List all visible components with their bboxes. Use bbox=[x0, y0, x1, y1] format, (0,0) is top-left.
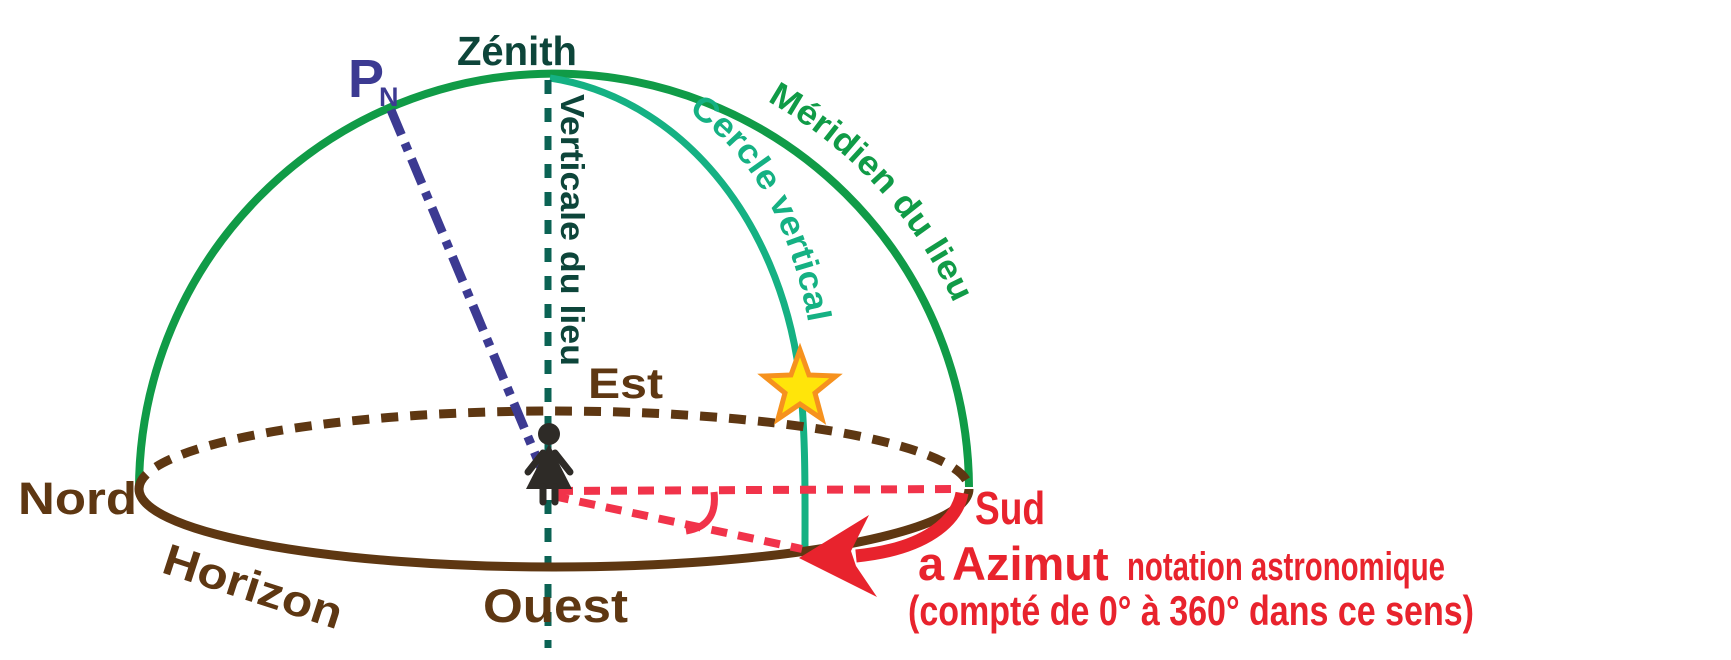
notation-line1: notation astronomique bbox=[1127, 545, 1445, 589]
west-label: Ouest bbox=[483, 579, 628, 632]
south-label: Sud bbox=[975, 482, 1045, 534]
star-icon bbox=[757, 342, 843, 425]
horizon-back-edge bbox=[134, 406, 974, 490]
south-direction-dashed-line bbox=[556, 485, 961, 495]
azimuth-arrow-head bbox=[799, 515, 877, 597]
horizon-front-edge bbox=[134, 488, 974, 572]
zenith-label: Zénith bbox=[457, 28, 577, 74]
vertical-circle-arc bbox=[549, 74, 809, 549]
notation-line2: (compté de 0° à 360° dans ce sens) bbox=[908, 587, 1474, 634]
azimuth-label: a Azimut bbox=[918, 537, 1109, 590]
north-pole-label: PN bbox=[348, 49, 399, 112]
dome-meridian-arc bbox=[134, 69, 973, 493]
star-foot-dashed-line bbox=[552, 492, 803, 553]
azimuth-angle-arc bbox=[685, 491, 718, 535]
person-icon bbox=[524, 423, 574, 506]
azimuth-arrow-body bbox=[855, 491, 969, 563]
vertical-of-place-label: Verticale du lieu bbox=[554, 94, 591, 366]
north-label: Nord bbox=[18, 473, 137, 524]
east-label: Est bbox=[588, 360, 663, 408]
polar-axis-line bbox=[386, 108, 546, 470]
